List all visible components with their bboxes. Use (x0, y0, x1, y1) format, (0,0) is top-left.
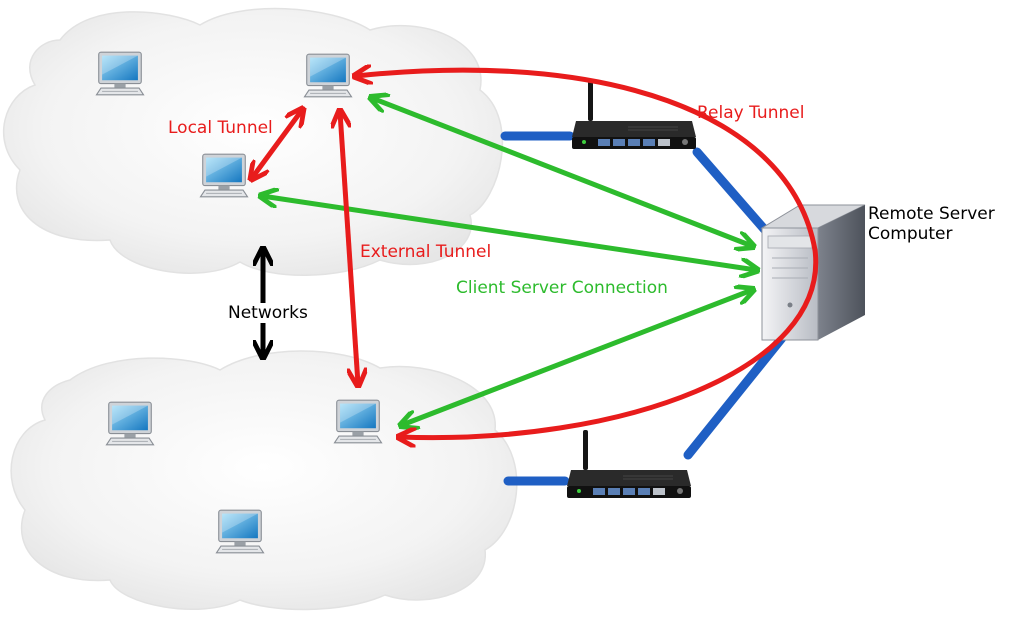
remote-server-label: Remote Server Computer (868, 204, 995, 245)
computer-icon (333, 399, 383, 444)
remote-server-label-line1: Remote Server (868, 204, 995, 224)
server-tower-icon (760, 204, 866, 341)
computer-icon (303, 53, 353, 98)
relay-tunnel-label: Relay Tunnel (697, 103, 805, 123)
networks-label: Networks (226, 303, 310, 324)
top-network-cloud (3, 7, 504, 276)
router-bottom-icon (566, 429, 692, 499)
local-tunnel-label: Local Tunnel (168, 118, 273, 138)
bottom-network-cloud (10, 350, 518, 611)
computer-icon (215, 509, 265, 554)
client-server-connection-label: Client Server Connection (456, 278, 668, 298)
computer-icon (95, 51, 145, 96)
tunnels (252, 70, 819, 437)
external-tunnel-label: External Tunnel (360, 242, 492, 262)
remote-server-label-line2: Computer (868, 224, 953, 245)
computer-icon (199, 153, 249, 198)
computer-icon (105, 401, 155, 446)
